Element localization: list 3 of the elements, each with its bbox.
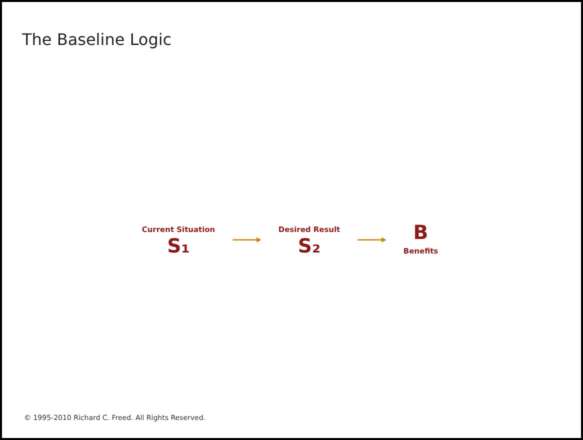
- slide-title: The Baseline Logic: [22, 30, 172, 49]
- arrow: [357, 237, 386, 243]
- arrow: [232, 237, 262, 243]
